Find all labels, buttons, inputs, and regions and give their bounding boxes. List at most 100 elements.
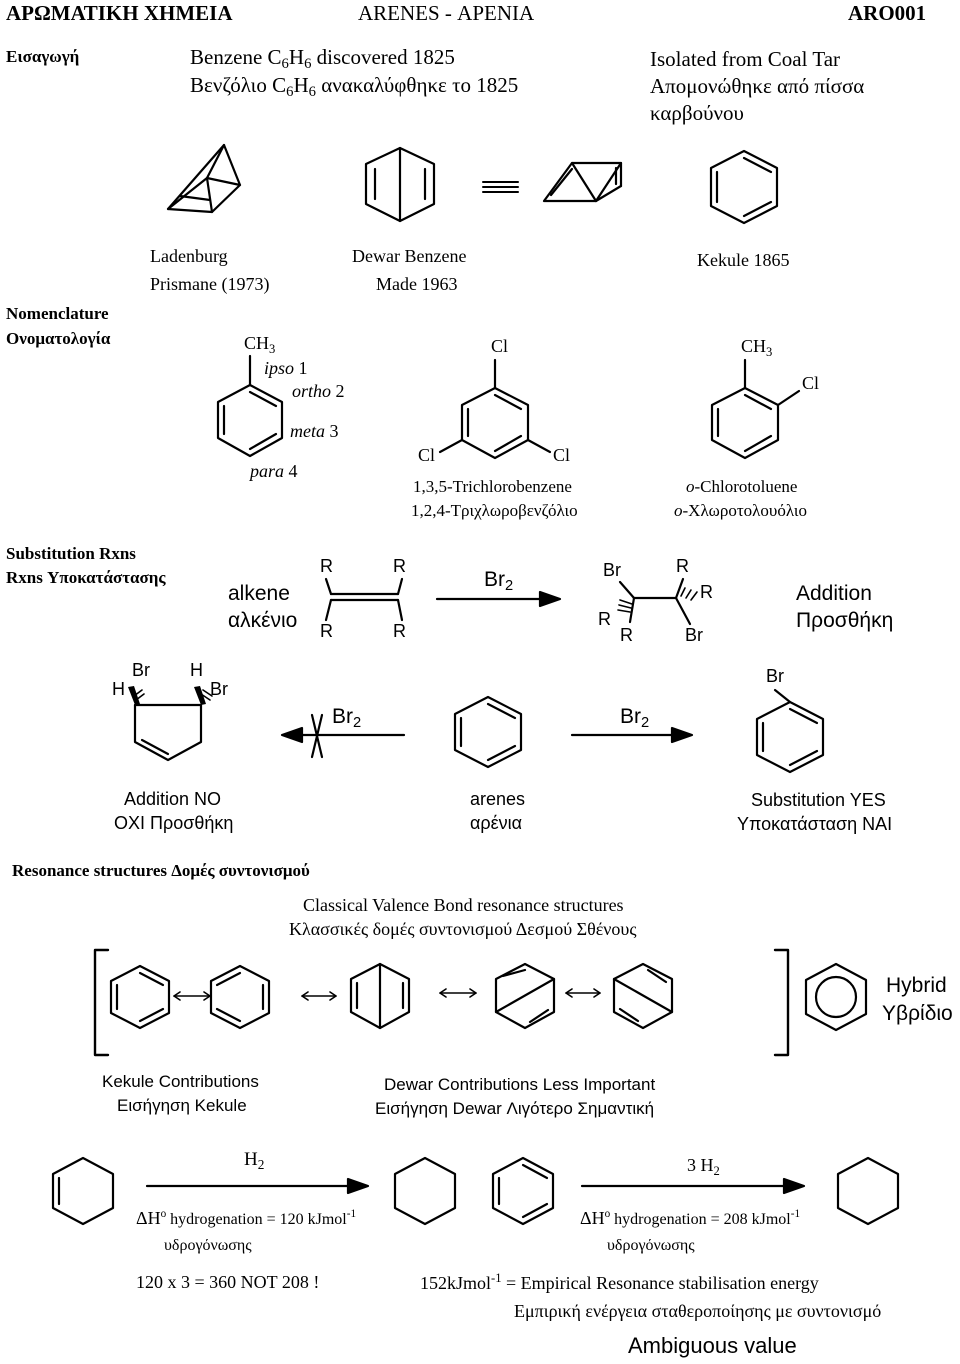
blocked-addition-arrow <box>280 713 406 759</box>
resonance-arrow-3 <box>439 988 477 998</box>
ch3-label-1: CH3 <box>244 333 276 356</box>
resonance-arrow-1 <box>173 991 211 1001</box>
bromobenzene-br: Br <box>766 666 784 686</box>
arenes-gr: αρένια <box>470 813 523 833</box>
dewar-contrib-gr: Εισήγηση Dewar Λιγότερο Σημαντική <box>375 1099 655 1118</box>
resonance-label: Resonance structures Δομές συντονισμού <box>12 861 310 880</box>
product-r-2: R <box>700 582 713 602</box>
substitution-arrow <box>570 726 694 744</box>
alkene-structure <box>324 577 404 622</box>
intro-isolated-gr1: Απομονώθηκε από πίσσα <box>650 74 865 98</box>
resonance-bracket <box>93 948 790 1057</box>
tcb-name-gr: 1,2,4-Τριχλωροβενζόλιο <box>411 501 578 520</box>
addition-no-en: Addition NO <box>124 789 222 809</box>
ortho-label: ortho 2 <box>292 381 345 401</box>
kekule-contrib-en: Kekule Contributions <box>102 1072 259 1091</box>
alkene-r-3: R <box>320 621 333 641</box>
hybrid-benzene-structure <box>804 962 868 1032</box>
dewar-structure-3 <box>612 962 674 1030</box>
hydrogenation-arrow-1 <box>145 1177 370 1195</box>
ch3-label-2: CH3 <box>741 336 773 359</box>
kekule-contrib-gr: Εισήγηση Kekule <box>117 1096 247 1115</box>
reagent-br2-right: Br2 <box>620 705 650 731</box>
addition-en: Addition <box>796 582 872 605</box>
product-r-4: R <box>620 625 633 645</box>
alkene-gr: αλκένιο <box>228 609 298 632</box>
arenes-en: arenes <box>470 789 526 809</box>
cl-label-oct: Cl <box>802 373 820 393</box>
cl-label-top: Cl <box>491 336 509 356</box>
substitution-label-gr: Rxns Υποκατάστασης <box>6 568 166 587</box>
intro-isolated-gr2: καρβούνου <box>650 101 744 125</box>
dewar-structure-1 <box>349 962 411 1030</box>
kekule-structure-2 <box>209 964 271 1030</box>
oct-name-en: o-Chlorotoluene <box>686 477 798 496</box>
para-label: para 4 <box>250 461 298 481</box>
dibromide-br-2: Br <box>210 679 228 699</box>
calc-note: 120 x 3 = 360 NOT 208 ! <box>136 1272 320 1292</box>
reagent-h2: H2 <box>244 1149 265 1172</box>
kekule-structure-1 <box>109 964 171 1030</box>
dibromide-h-1: H <box>190 660 203 680</box>
dibromo-alkane-structure <box>617 577 698 626</box>
intro-label: Εισαγωγή <box>6 47 80 66</box>
arene-benzene-structure <box>453 695 523 769</box>
intro-benzene-gr: Βενζόλιο C6H6 ανακαλύφθηκε το 1825 <box>190 73 519 100</box>
hybrid-gr: Υβρίδιο <box>882 1002 953 1025</box>
cl-label-left: Cl <box>418 445 436 465</box>
intro-benzene-en: Benzene C6H6 discovered 1825 <box>190 45 455 72</box>
addition-gr: Προσθήκη <box>796 609 894 632</box>
empirical-energy: 152kJmol-1 = Empirical Resonance stabili… <box>420 1271 819 1293</box>
subs-yes-gr: Υποκατάσταση ΝΑΙ <box>737 814 893 834</box>
ambiguous-value: Ambiguous value <box>628 1333 797 1358</box>
cyclohexane-structure-2 <box>836 1156 900 1226</box>
label-made: Made 1963 <box>376 274 458 294</box>
classical-gr: Κλασσικές δομές συντονισμού Δεσμού Σθένο… <box>289 919 637 939</box>
tcb-name-en: 1,3,5-Trichlorobenzene <box>413 477 572 496</box>
cyclohexane-structure-1 <box>393 1156 457 1226</box>
product-br-2: Br <box>685 625 703 645</box>
nomenclature-label-gr: Ονοματολογία <box>6 329 111 348</box>
dibromide-h-2: H <box>112 679 125 699</box>
resonance-arrow-2 <box>301 991 337 1001</box>
dewar-contrib-en: Dewar Contributions Less Important <box>384 1075 656 1094</box>
header-title-left: ΑΡΩΜΑΤΙΚΗ ΧΗΜΕΙΑ <box>6 1 233 25</box>
product-r-3: R <box>598 609 611 629</box>
substitution-label-en: Substitution Rxns <box>6 544 136 563</box>
dh-hydrogenation-2: ΔHo hydrogenation = 208 kJmol-1 <box>580 1208 801 1228</box>
product-r-1: R <box>676 556 689 576</box>
kekule-benzene-structure <box>709 149 779 225</box>
dewar-benzene-3d-structure <box>542 161 623 203</box>
classical-en: Classical Valence Bond resonance structu… <box>303 895 624 915</box>
ipso-label: ipso 1 <box>264 358 308 378</box>
alkene-r-1: R <box>320 556 333 576</box>
equivalence-sign <box>482 181 519 193</box>
addition-arrow <box>435 590 562 608</box>
alkene-en: alkene <box>228 582 290 605</box>
label-ladenburg: Ladenburg <box>150 246 228 266</box>
addition-no-gr: ΟΧΙ Προσθήκη <box>114 813 234 833</box>
dibromocyclohexadiene-structure <box>128 686 213 762</box>
prismane-structure <box>166 143 242 214</box>
empirical-gr: Εμπιρική ενέργεια σταθεροποίησης με συντ… <box>514 1301 882 1321</box>
header-title-center: ARENES - ΑΡΕΝΙΑ <box>358 1 535 25</box>
intro-isolated-en: Isolated from Coal Tar <box>650 47 841 71</box>
dh-hydrogenation-1: ΔHo hydrogenation = 120 kJmol-1 <box>136 1208 357 1228</box>
reagent-br2-top: Br2 <box>484 568 514 594</box>
benzene-hydrogenation-structure <box>491 1156 555 1226</box>
dewar-benzene-structure <box>364 146 436 223</box>
nomenclature-label-en: Nomenclature <box>6 304 109 323</box>
oct-name-gr: o-Χλωροτολουόλιο <box>674 501 807 520</box>
subs-yes-en: Substitution YES <box>751 790 886 810</box>
hydrogenation-arrow-2 <box>580 1177 806 1195</box>
dewar-structure-2 <box>494 962 556 1030</box>
reagent-3h2: 3 H2 <box>687 1155 720 1178</box>
chlorotoluene-structure <box>710 358 801 460</box>
alkene-r-2: R <box>393 556 406 576</box>
label-kekule: Kekule 1865 <box>697 250 790 270</box>
dh-gr-1: υδρογόνωσης <box>164 1237 252 1254</box>
hybrid-en: Hybrid <box>886 974 947 997</box>
label-prismane: Prismane (1973) <box>150 274 270 294</box>
bromobenzene-structure <box>755 688 825 774</box>
